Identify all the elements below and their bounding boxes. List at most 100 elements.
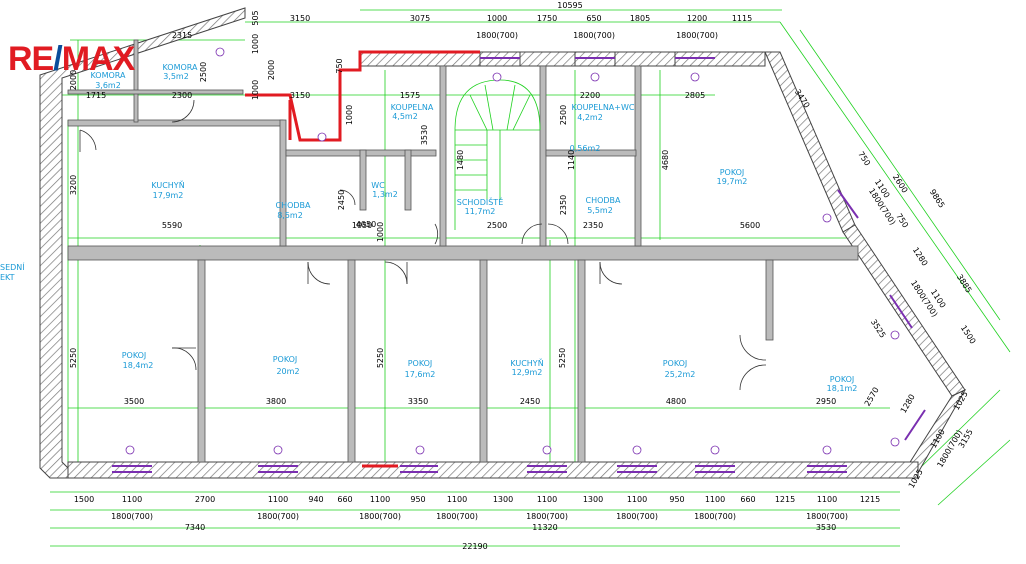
- dim-label: 5250: [376, 348, 385, 368]
- dim-label: 3525: [869, 318, 888, 340]
- room-area: 17,9m2: [153, 191, 184, 200]
- dim-label: 2500: [199, 62, 208, 82]
- room-name: CHODBA: [585, 196, 621, 205]
- dim-window: 1800(700): [616, 512, 658, 521]
- dim-label: 2350: [583, 221, 603, 230]
- dim-label: 9865: [928, 188, 947, 210]
- dim-window: 1800(700): [111, 512, 153, 521]
- room-name: POKOJ: [408, 359, 433, 368]
- dim-window: 1800(700): [257, 512, 299, 521]
- dim-label: 950: [410, 495, 425, 504]
- dim-label: 1100: [537, 495, 557, 504]
- dim-window: 1800(700): [694, 512, 736, 521]
- dim-label: 2450: [520, 397, 540, 406]
- dim-window: 1800(700): [526, 512, 568, 521]
- logo-text-max: MAX: [61, 40, 136, 78]
- interior-walls: [67, 39, 859, 463]
- dim-label: 3800: [266, 397, 286, 406]
- dim-label: 1480: [456, 150, 465, 170]
- room-labels: KOMORA 3,6m2 KOMORA 3,5m2 KOUPELNA 4,5m2…: [90, 63, 857, 393]
- dim-label: 1115: [732, 14, 752, 23]
- dim-label: 1000: [251, 34, 260, 54]
- dim-label: 2950: [816, 397, 836, 406]
- dim-label: 2350: [559, 195, 568, 215]
- dim-label: 2315: [172, 31, 192, 40]
- side-text-line1: SEDNÍ: [0, 261, 25, 272]
- room-name: POKOJ: [122, 351, 147, 360]
- room-area: 25,2m2: [665, 370, 696, 379]
- dim-label: 3150: [290, 14, 310, 23]
- dim-window: 1800(700): [476, 31, 518, 40]
- room-area: 8,5m2: [277, 211, 303, 220]
- dim-label: 1100: [447, 495, 467, 504]
- dim-label: 2000: [69, 70, 78, 90]
- dim-label: 1805: [630, 14, 650, 23]
- dim-label: 505: [251, 10, 260, 25]
- dim-label: 11320: [532, 523, 557, 532]
- dim-label: 2500: [487, 221, 507, 230]
- dim-label: 1715: [86, 91, 106, 100]
- room-name: POKOJ: [273, 355, 298, 364]
- dim-label: 5250: [558, 348, 567, 368]
- dim-label: 2570: [863, 386, 881, 408]
- dim-label: 3885: [955, 273, 974, 295]
- dim-label: 660: [337, 495, 352, 504]
- dim-label: 1500: [959, 324, 978, 346]
- dim-label: 5250: [69, 348, 78, 368]
- room-area: 19,7m2: [717, 177, 748, 186]
- dim-label: 1140: [567, 150, 576, 170]
- dim-label: 1200: [687, 14, 707, 23]
- dim-bottom-total: 22190: [462, 542, 487, 551]
- dimension-lines: [50, 9, 1011, 547]
- logo-text-re: RE: [8, 40, 54, 78]
- room-area: 11,7m2: [465, 207, 496, 216]
- dim-label: 4800: [666, 397, 686, 406]
- remax-logo: RE/MAX: [8, 40, 136, 78]
- room-name: WC: [371, 181, 385, 190]
- dim-label: 3075: [410, 14, 430, 23]
- dim-label: 1750: [537, 14, 557, 23]
- dim-label: 1000: [487, 14, 507, 23]
- dim-label: 3530: [420, 125, 429, 145]
- room-area: 4,2m2: [577, 113, 603, 122]
- dim-label: 7340: [185, 523, 205, 532]
- dim-label: 660: [740, 495, 755, 504]
- dim-label: 2500: [559, 105, 568, 125]
- dim-label: 1575: [400, 91, 420, 100]
- room-area: 18,4m2: [123, 361, 154, 370]
- dim-label: 940: [308, 495, 323, 504]
- room-name: KUCHYŇ: [510, 358, 543, 368]
- room-name: KOMORA: [90, 71, 126, 80]
- room-name: POKOJ: [830, 375, 855, 384]
- room-area: 12,9m2: [512, 368, 543, 377]
- room-name: POKOJ: [663, 359, 688, 368]
- dim-label: 1300: [493, 495, 513, 504]
- dim-window: 1800(700): [436, 512, 478, 521]
- dim-top-total: 10595: [557, 1, 582, 10]
- dim-window: 1800(700): [359, 512, 401, 521]
- dim-label: 1300: [583, 495, 603, 504]
- room-area: 0,56m2: [570, 144, 601, 153]
- new-walls: [245, 50, 480, 468]
- dim-label: 1100: [705, 495, 725, 504]
- dim-label: 1280: [899, 393, 917, 415]
- room-area: 4,5m2: [392, 112, 418, 121]
- dim-label: 750: [335, 58, 344, 73]
- dim-label: 1100: [627, 495, 647, 504]
- dim-label: 1000: [251, 80, 260, 100]
- dim-label: 750: [856, 150, 872, 168]
- dim-label: 650: [586, 14, 601, 23]
- room-area: 20m2: [276, 367, 299, 376]
- dim-label: 3150: [290, 91, 310, 100]
- room-area: 1,3m2: [372, 190, 398, 199]
- dim-label: 1000: [345, 105, 354, 125]
- dim-label: 1215: [775, 495, 795, 504]
- dim-label: 3500: [124, 397, 144, 406]
- bottom-dimensions: 1500 1100 2700 1100 940 660 1100 950 110…: [74, 495, 880, 551]
- room-name: KOMORA: [162, 63, 198, 72]
- dim-label: 2700: [195, 495, 215, 504]
- top-dimensions: 10595 3150 3075 1000 1750 650 1805 1200 …: [86, 1, 752, 100]
- room-area: 5,5m2: [587, 206, 613, 215]
- room-name: POKOJ: [720, 168, 745, 177]
